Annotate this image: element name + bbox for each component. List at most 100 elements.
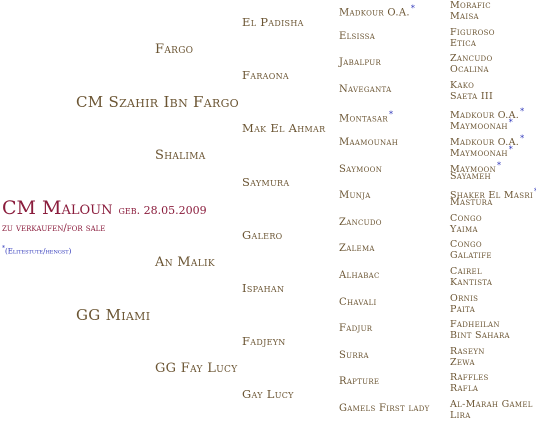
great-grandparent-name[interactable]: Faraona (242, 68, 289, 83)
elite-note-text: (Elitestute/hengst) (5, 247, 72, 256)
ancestor-gen5-sire-name: Congo (450, 239, 482, 251)
ancestor-gen4-name: Munja (339, 190, 371, 202)
ancestor-gen5-sire-name: Ornis (450, 292, 479, 304)
elite-star-icon: * (508, 145, 514, 154)
ancestor-gen5-sire[interactable]: Shaker El Masri* (450, 186, 536, 201)
ancestor-gen5-dam[interactable]: Yaima (450, 224, 478, 235)
ancestor-gen5-dam[interactable]: Mastura (450, 197, 493, 208)
ancestor-gen5-sire-name: Morafic (450, 0, 491, 11)
elite-star-icon: * (410, 4, 416, 13)
ancestor-gen5-sire[interactable]: Morafic (450, 0, 491, 11)
ancestor-gen5-sire[interactable]: Maymoon* (450, 160, 501, 175)
elite-star-icon: * (497, 160, 502, 170)
dam-name[interactable]: GG Miami (76, 306, 151, 324)
great-grandparent-name[interactable]: Galero (242, 227, 283, 242)
ancestor-gen5-sire[interactable]: Madkour O.A.* (450, 133, 524, 148)
ancestor-gen5-dam[interactable]: Etica (450, 38, 476, 49)
elite-star-icon: * (520, 107, 525, 117)
ancestor-gen5-sire-name: Madkour O.A. (450, 110, 520, 122)
ancestor-gen5-dam-name: Paita (450, 303, 476, 315)
ancestor-gen4-name: Surra (339, 349, 369, 361)
elite-note-mark: * (2, 245, 5, 252)
ancestor-gen5-sire[interactable]: Cairel (450, 266, 482, 277)
ancestor-gen5-sire[interactable]: Figuroso (450, 27, 495, 38)
ancestor-gen4[interactable]: Madkour O.A.* (339, 5, 415, 18)
ancestor-gen5-dam[interactable]: Sayameh (450, 171, 491, 182)
ancestor-gen4[interactable]: Fadjur (339, 324, 372, 334)
ancestor-gen5-dam-name: Maymoonah (450, 121, 508, 133)
ancestor-gen5-sire[interactable]: Ornis (450, 293, 478, 304)
ancestor-gen4[interactable]: Alhabac (339, 271, 380, 281)
ancestor-gen4[interactable]: Surra (339, 349, 369, 361)
ancestor-gen5-sire-name: Raffles (450, 372, 489, 384)
ancestor-gen4[interactable]: Maamounah (339, 138, 398, 148)
ancestor-gen5-sire[interactable]: Zancudo (450, 53, 493, 64)
horse-name: CM Maloun geb. 28.05.2009 (2, 199, 207, 218)
ancestor-gen4[interactable]: Montasar* (339, 111, 393, 124)
great-grandparent-name[interactable]: Saymura (242, 174, 290, 189)
ancestor-gen5-dam[interactable]: Galatife (450, 250, 492, 261)
ancestor-gen5-dam[interactable]: Maymoonah* (450, 117, 513, 132)
ancestor-gen4[interactable]: Gamels First lady (339, 404, 430, 414)
elite-star-icon: * (508, 118, 514, 128)
ancestor-gen5-sire[interactable]: Kako (450, 80, 474, 91)
ancestor-gen5-sire[interactable]: Al-Marah Gamel (450, 399, 533, 410)
great-grandparent-name[interactable]: Gay Lucy (242, 387, 294, 402)
ancestor-gen5-dam[interactable]: Bint Sahara (450, 330, 510, 341)
ancestor-gen5-dam[interactable]: Kantista (450, 277, 492, 288)
ancestor-gen5-dam-name: Etica (450, 37, 477, 49)
horse-name-text: CM Maloun (2, 197, 113, 219)
ancestor-gen5-sire-name: Al-Marah Gamel (450, 399, 533, 410)
ancestor-gen4[interactable]: Munja (339, 191, 371, 201)
ancestor-gen4[interactable]: Jabalpur (339, 58, 381, 68)
ancestor-gen4[interactable]: Saymoon (339, 164, 382, 175)
great-grandparent-name[interactable]: Fadjeyn (242, 334, 286, 349)
ancestor-gen4[interactable]: Naveganta (339, 84, 391, 95)
ancestor-gen5-sire-name: Maymoon (450, 163, 496, 175)
ancestor-gen5-sire[interactable]: Raffles (450, 372, 489, 383)
grandparent-name[interactable]: Fargo (155, 42, 194, 57)
for-sale-label: zu verkaufen/for sale (2, 223, 106, 234)
ancestor-gen5-sire[interactable]: Raseyn (450, 346, 485, 357)
great-grandparent-name[interactable]: Mak El Ahmar (242, 121, 326, 136)
ancestor-gen5-dam[interactable]: Ocalina (450, 64, 489, 75)
ancestor-gen5-sire[interactable]: Madkour O.A.* (450, 106, 524, 121)
grandparent-name[interactable]: GG Fay Lucy (155, 361, 238, 376)
great-grandparent-name[interactable]: El Padisha (242, 15, 304, 29)
ancestor-gen4[interactable]: Elsissa (339, 30, 376, 42)
ancestor-gen5-dam[interactable]: Saeta III (450, 91, 493, 102)
elite-note: *(Elitestute/hengst) (2, 246, 71, 255)
ancestor-gen4[interactable]: Zancudo (339, 216, 382, 228)
ancestor-gen4-name: Montasar (339, 113, 388, 125)
ancestor-gen5-dam[interactable]: Rafla (450, 383, 478, 394)
ancestor-gen5-dam[interactable]: Lira (450, 410, 471, 421)
great-grandparent-name[interactable]: Ispahan (242, 281, 285, 295)
birth-date: geb. 28.05.2009 (118, 204, 207, 217)
grandparent-name[interactable]: An Malik (155, 255, 215, 270)
ancestor-gen5-dam-name: Bint Sahara (450, 330, 510, 342)
ancestor-gen4-name: Zancudo (339, 216, 382, 228)
ancestor-gen4-name: Elsissa (339, 30, 376, 42)
ancestor-gen5-dam-name: Ocalina (450, 64, 489, 76)
ancestor-gen4-name: Madkour O.A. (339, 7, 410, 19)
ancestor-gen4-name: Maamounah (339, 137, 399, 148)
grandparent-name[interactable]: Shalima (155, 148, 206, 163)
ancestor-gen5-dam[interactable]: Maymoonah* (450, 144, 513, 159)
ancestor-gen4[interactable]: Chavali (339, 297, 377, 308)
ancestor-gen5-dam-name: Maisa (450, 11, 479, 22)
ancestor-gen4[interactable]: Rapture (339, 377, 379, 387)
ancestor-gen5-sire[interactable]: Congo (450, 239, 482, 250)
ancestor-gen5-dam[interactable]: Paita (450, 304, 475, 315)
elite-star-icon: * (534, 187, 536, 196)
ancestor-gen5-dam[interactable]: Zewa (450, 357, 475, 368)
sire-name[interactable]: CM Szahir Ibn Fargo (76, 93, 239, 111)
ancestor-gen5-sire[interactable]: Congo (450, 213, 482, 224)
ancestor-gen5-dam-name: Mastura (450, 197, 493, 209)
ancestor-gen4[interactable]: Zalema (339, 244, 375, 254)
ancestor-gen5-sire-name: Shaker El Masri (450, 190, 534, 202)
ancestor-gen5-dam[interactable]: Maisa (450, 11, 479, 22)
ancestor-gen5-sire[interactable]: Fadheilan (450, 319, 500, 330)
ancestor-gen5-sire-name: Zancudo (450, 53, 493, 65)
ancestor-gen4-name: Gamels First lady (339, 403, 430, 414)
ancestor-gen5-dam-name: Rafla (450, 383, 479, 395)
